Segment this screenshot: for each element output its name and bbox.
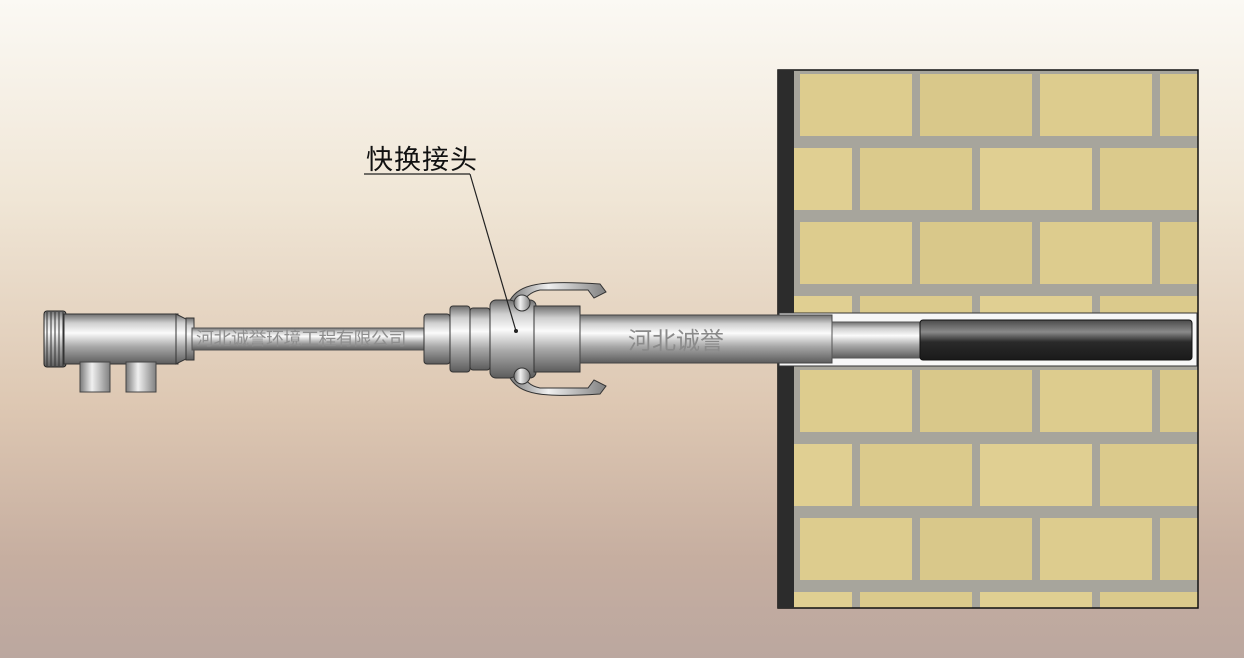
company-watermark: 河北诚誉环境工程有限公司 xyxy=(196,329,407,350)
fitting-nut xyxy=(423,313,451,365)
probe-assembly-icon xyxy=(43,282,1193,396)
quick-connector-label: 快换接头 xyxy=(366,145,478,176)
main-tube xyxy=(579,314,833,364)
callout-leader xyxy=(364,173,518,333)
probe-housing xyxy=(63,313,179,365)
probe-tip xyxy=(919,319,1193,361)
port-left xyxy=(79,361,111,393)
hex-nut xyxy=(449,305,471,373)
port-right xyxy=(125,361,157,393)
inner-tube xyxy=(831,321,925,359)
quick-connector xyxy=(489,299,537,379)
brand-watermark: 河北诚誉 xyxy=(628,327,724,355)
